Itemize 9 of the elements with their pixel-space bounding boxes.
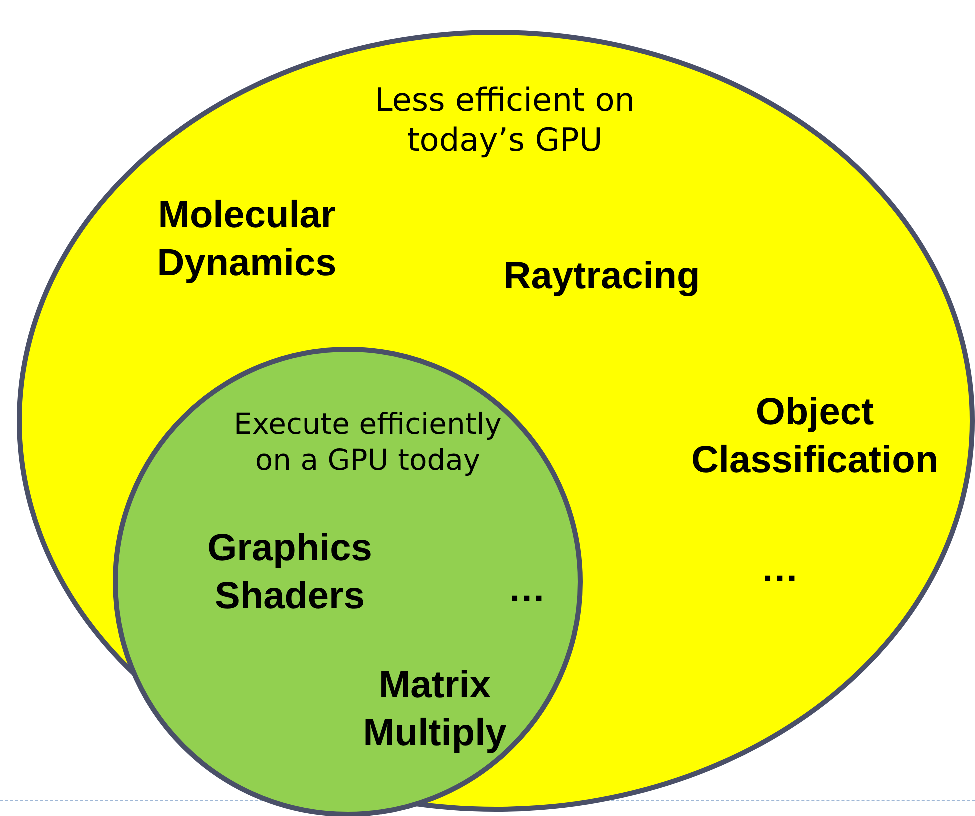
category-item: Graphics Shaders [206,526,374,619]
category-item: Raytracing [502,254,702,300]
category-heading: Execute efficiently on a GPU today [233,406,503,478]
category-item: Matrix Multiply [362,664,508,756]
category-item: Molecular Dynamics [156,194,338,286]
category-item: Object Classification [690,390,940,483]
category-heading: Less efficient on today’s GPU [374,80,636,160]
category-item: … [507,567,547,612]
category-item: … [760,547,800,592]
